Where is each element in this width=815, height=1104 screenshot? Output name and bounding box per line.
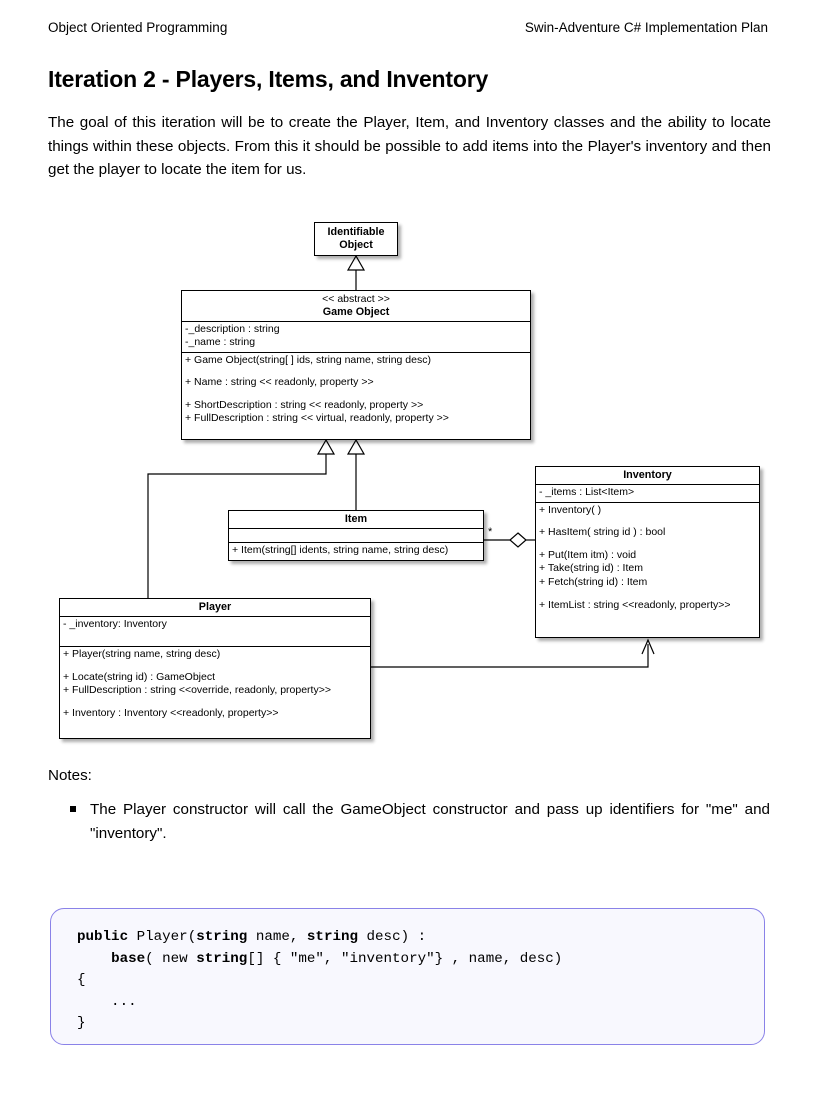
keyword-public: public xyxy=(77,929,129,945)
item-name: Item xyxy=(344,513,368,525)
notes-list: The Player constructor will call the Gam… xyxy=(70,798,770,845)
aggregation-inventory-item xyxy=(484,532,535,548)
spacer xyxy=(185,390,527,399)
item-operations: + Item(string[] idents, string name, str… xyxy=(229,542,483,560)
generalization-gameobject-to-identifiable xyxy=(346,254,366,290)
association-player-to-inventory xyxy=(371,638,655,668)
operation-row: + FullDescription : string <<override, r… xyxy=(63,684,331,697)
player-attributes: - _inventory: Inventory xyxy=(60,616,370,646)
multiplicity-label: * xyxy=(488,526,493,538)
keyword-string: string xyxy=(196,929,248,945)
keyword-string: string xyxy=(306,929,359,945)
inventory-operations: + Inventory( ) + HasItem( string id ) : … xyxy=(536,501,759,615)
code-block: public Player(string name, string desc) … xyxy=(50,908,765,1045)
uml-class-title-item: Item xyxy=(229,511,483,528)
keyword-base: base xyxy=(111,950,146,967)
identifiable-object-name-line1: Identifiable xyxy=(327,226,385,238)
uml-class-diagram: Identifiable Object << abstract >> Game … xyxy=(48,212,778,742)
inventory-attributes: - _items : List<Item> xyxy=(536,484,759,502)
list-item: The Player constructor will call the Gam… xyxy=(70,798,770,845)
generalization-player-to-gameobject xyxy=(147,438,336,598)
spacer xyxy=(63,662,367,671)
intro-paragraph: The goal of this iteration will be to cr… xyxy=(48,114,771,179)
operation-row: + Game Object(string[ ] ids, string name… xyxy=(185,353,431,366)
uml-connector-layer xyxy=(147,254,655,668)
page-header: Object Oriented Programming Swin-Adventu… xyxy=(48,20,768,36)
uml-class-title-player: Player xyxy=(60,599,370,616)
game-object-operations: + Game Object(string[ ] ids, string name… xyxy=(182,351,530,428)
identifiable-object-name-line2: Object xyxy=(339,239,373,251)
spacer xyxy=(185,367,527,376)
uml-class-title-inventory: Inventory xyxy=(536,467,759,484)
spacer xyxy=(63,698,367,707)
operation-row: + FullDescription : string << virtual, r… xyxy=(185,412,449,425)
player-operations: + Player(string name, string desc) + Loc… xyxy=(60,646,370,722)
uml-class-game-object[interactable]: << abstract >> Game Object -_description… xyxy=(181,290,531,440)
uml-class-player[interactable]: Player - _inventory: Inventory + Player(… xyxy=(59,598,371,739)
uml-class-title-identifiable-object: Identifiable Object xyxy=(326,224,387,254)
spacer xyxy=(539,590,756,599)
uml-class-identifiable-object[interactable]: Identifiable Object xyxy=(314,222,398,256)
game-object-stereotype: << abstract >> xyxy=(322,293,390,305)
uml-class-title-game-object: << abstract >> Game Object xyxy=(182,291,530,321)
uml-class-inventory[interactable]: Inventory - _items : List<Item> + Invent… xyxy=(535,466,760,638)
attribute-row: - _items : List<Item> xyxy=(539,486,635,498)
game-object-attributes: -_description : string -_name : string xyxy=(182,320,530,352)
operation-row: + Name : string << readonly, property >> xyxy=(185,376,374,389)
attribute-row: -_description : string xyxy=(185,322,280,335)
generalization-item-to-gameobject xyxy=(346,438,366,510)
operation-row: + ShortDescription : string << readonly,… xyxy=(185,398,424,411)
header-left-text: Object Oriented Programming xyxy=(48,20,228,35)
code-content: public Player(string name, string desc) … xyxy=(77,929,563,1031)
attribute-row: - _inventory: Inventory xyxy=(63,618,167,630)
notes-heading: Notes: xyxy=(48,767,92,784)
inventory-name: Inventory xyxy=(623,469,672,481)
game-object-name: Game Object xyxy=(322,305,390,318)
bullet-square-icon xyxy=(70,806,76,812)
operation-row: + Inventory( ) xyxy=(539,503,602,516)
header-right-text: Swin-Adventure C# Implementation Plan xyxy=(524,20,768,35)
spacer xyxy=(539,540,756,549)
page-title: Iteration 2 - Players, Items, and Invent… xyxy=(48,66,489,93)
operation-row: + Inventory : Inventory <<readonly, prop… xyxy=(63,706,279,719)
note-text: The Player constructor will call the Gam… xyxy=(90,801,770,842)
operation-row: + Put(Item itm) : void xyxy=(539,548,637,561)
operation-row: + HasItem( string id ) : bool xyxy=(539,526,666,539)
operation-row: + Item(string[] idents, string name, str… xyxy=(232,544,449,556)
operation-row: + Locate(string id) : GameObject xyxy=(63,670,216,683)
operation-row: + Fetch(string id) : Item xyxy=(539,575,648,588)
item-attributes xyxy=(229,528,483,542)
spacer xyxy=(539,517,756,526)
operation-row: + Take(string id) : Item xyxy=(539,562,643,575)
attribute-row: -_name : string xyxy=(185,336,256,349)
operation-row: + ItemList : string <<readonly, property… xyxy=(539,598,731,611)
keyword-string: string xyxy=(196,950,248,967)
player-name: Player xyxy=(198,601,232,613)
operation-row: + Player(string name, string desc) xyxy=(63,648,221,660)
uml-class-item[interactable]: Item + Item(string[] idents, string name… xyxy=(228,510,484,561)
